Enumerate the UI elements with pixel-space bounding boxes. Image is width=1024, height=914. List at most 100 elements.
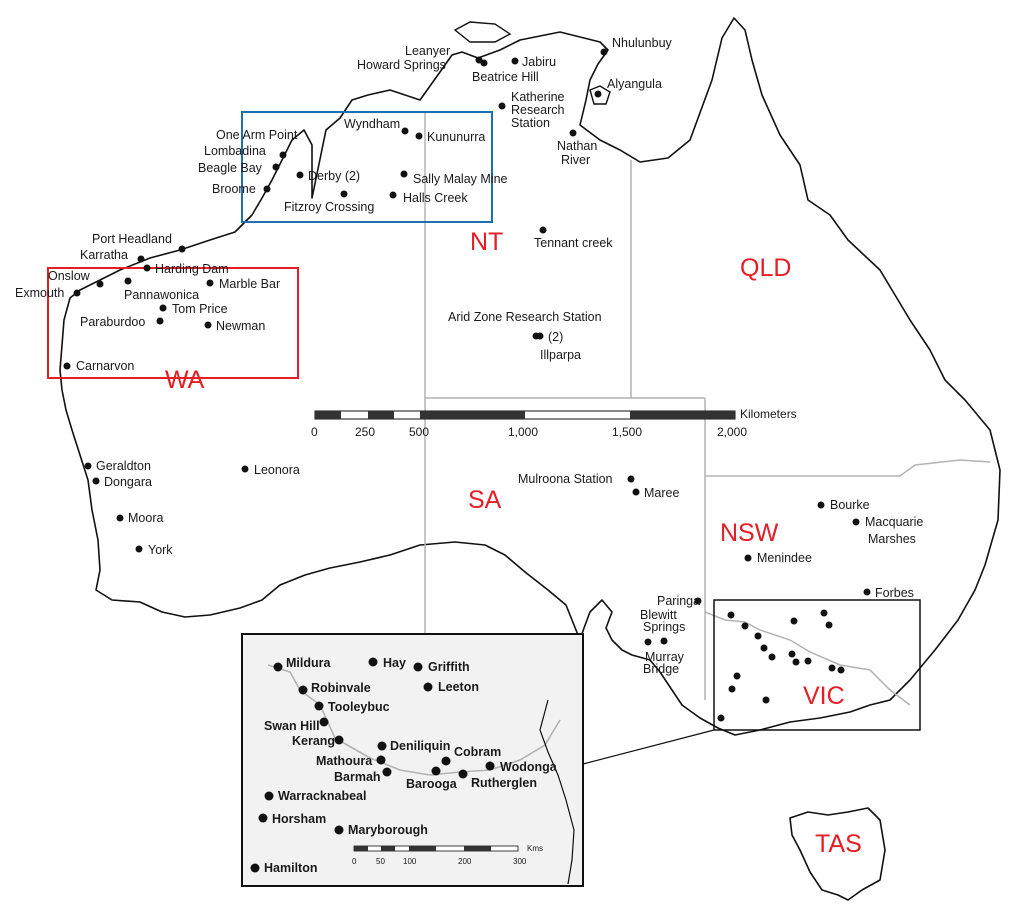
inset-dot-mildura — [273, 662, 283, 672]
scale-tick: 0 — [311, 425, 318, 439]
site-dot-vic — [728, 685, 736, 693]
label-harding-dam: Harding Dam — [155, 262, 229, 276]
site-dot-geraldton — [84, 462, 92, 470]
state-label-sa: SA — [468, 486, 502, 514]
site-dot-vic — [762, 696, 770, 704]
label-beagle-bay: Beagle Bay — [198, 161, 263, 175]
site-dot-onslow — [96, 280, 104, 288]
site-dot-nathan-river — [569, 129, 577, 137]
inset-dot-swan-hill — [319, 717, 329, 727]
inset-dot-wodonga — [485, 761, 495, 771]
inset-scale-tick: 200 — [458, 857, 472, 866]
site-dot-vic — [727, 611, 735, 619]
label-halls-creek: Halls Creek — [403, 191, 468, 205]
site-dot-wyndham — [401, 127, 409, 135]
label-derby: Derby (2) — [308, 169, 360, 183]
site-dot-paraburdoo — [156, 317, 164, 325]
inset-scale-tick: 50 — [376, 857, 385, 866]
site-dot-vic — [790, 617, 798, 625]
label-howard-springs: Howard Springs — [357, 58, 446, 72]
site-dot-leanyer — [475, 56, 483, 64]
site-dot-halls-creek — [389, 191, 397, 199]
label-macquarie-2: Marshes — [868, 532, 916, 546]
site-dot-tennant — [539, 226, 547, 234]
site-dot-vic — [820, 609, 828, 617]
site-dot-newman — [204, 321, 212, 329]
state-label-wa: WA — [165, 366, 205, 394]
site-dot-nhulunbuy — [600, 48, 608, 56]
label-arid-zone: Arid Zone Research Station — [448, 310, 602, 324]
site-dot-katherine — [498, 102, 506, 110]
wa-highlight-box — [47, 267, 299, 379]
inset-dot-maryborough — [334, 825, 344, 835]
label-broome: Broome — [212, 182, 256, 196]
site-dot-vic — [837, 666, 845, 674]
site-dot-sally-malay — [400, 170, 408, 178]
inset-label-barooga: Barooga — [406, 777, 458, 791]
label-arid-count: (2) — [548, 330, 563, 344]
label-bourke: Bourke — [830, 498, 870, 512]
inset-label-mathoura: Mathoura — [316, 754, 373, 768]
label-menindee: Menindee — [757, 551, 812, 565]
label-paraburdoo: Paraburdoo — [80, 315, 145, 329]
site-dot-pannawonica — [124, 277, 132, 285]
site-dot-murray-bridge — [660, 637, 668, 645]
site-dot-york — [135, 545, 143, 553]
label-sally-malay: Sally Malay Mine — [413, 172, 508, 186]
label-exmouth: Exmouth — [15, 286, 64, 300]
site-dot-vic — [792, 658, 800, 666]
inset-dot-leeton — [423, 682, 433, 692]
label-alyangula: Alyangula — [607, 77, 662, 91]
site-dot-bourke — [817, 501, 825, 509]
inset-label-swan-hill: Swan Hill — [264, 719, 320, 733]
inset-scale-bar: Kms 0 50 100 200 300 — [352, 844, 543, 866]
mainland-outline — [59, 17, 1001, 736]
label-nathan-1: Nathan — [557, 139, 597, 153]
label-illparpa: Illparpa — [540, 348, 581, 362]
inset-label-barmah: Barmah — [334, 770, 381, 784]
label-leonora: Leonora — [254, 463, 300, 477]
state-borders — [424, 112, 991, 706]
label-paringa: Paringa — [657, 594, 700, 608]
state-label-nt: NT — [470, 228, 503, 256]
site-dot-blewitt — [644, 638, 652, 646]
label-pannawonica: Pannawonica — [124, 288, 199, 302]
label-marble-bar: Marble Bar — [219, 277, 280, 291]
inset-dot-hay — [368, 657, 378, 667]
label-moora: Moora — [128, 511, 163, 525]
label-fitzroy: Fitzroy Crossing — [284, 200, 374, 214]
inset-dot-barooga — [431, 766, 441, 776]
site-labels: Leanyer Howard Springs Jabiru Beatrice H… — [15, 36, 923, 676]
inset-dot-robinvale — [298, 685, 308, 695]
label-one-arm-point: One Arm Point — [216, 128, 298, 142]
inset-label-wodonga: Wodonga — [500, 760, 558, 774]
scale-tick: 500 — [409, 425, 429, 439]
site-dot-marble-bar — [206, 279, 214, 287]
label-karratha: Karratha — [80, 248, 128, 262]
site-dot-leonora — [241, 465, 249, 473]
inset-dot-barmah — [382, 767, 392, 777]
site-dot-exmouth — [73, 289, 81, 297]
label-blewitt-2: Springs — [643, 620, 685, 634]
inset-dot-griffith — [413, 662, 423, 672]
label-maree: Maree — [644, 486, 679, 500]
site-dot-beagle-bay — [272, 163, 280, 171]
inset-dot-kerang — [334, 735, 344, 745]
site-dot-vic — [768, 653, 776, 661]
label-geraldton: Geraldton — [96, 459, 151, 473]
inset-label-leeton: Leeton — [438, 680, 479, 694]
inset-dot-warracknabeal — [264, 791, 274, 801]
site-dot-forbes — [863, 588, 871, 596]
inset-label-robinvale: Robinvale — [311, 681, 371, 695]
inset-label-horsham: Horsham — [272, 812, 326, 826]
inset-label-griffith: Griffith — [428, 660, 470, 674]
site-dot-macquarie — [852, 518, 860, 526]
label-jabiru: Jabiru — [522, 55, 556, 69]
inset-scale-tick: 100 — [403, 857, 417, 866]
nt-highlight-box — [241, 111, 493, 223]
label-dongara: Dongara — [104, 475, 152, 489]
site-dot-vic — [760, 644, 768, 652]
site-dot-tom-price — [159, 304, 167, 312]
state-label-qld: QLD — [740, 254, 791, 282]
